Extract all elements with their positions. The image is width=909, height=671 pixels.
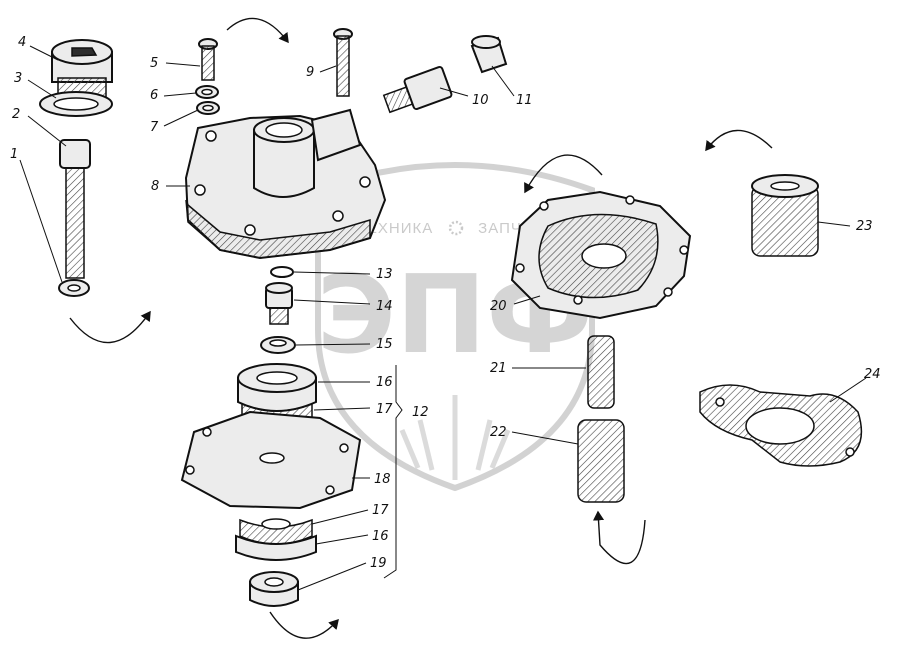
washer-part xyxy=(260,336,296,354)
callout-3: 3 xyxy=(14,71,22,86)
cap-part xyxy=(470,35,508,74)
diaphragm-part xyxy=(180,410,362,510)
nut-part xyxy=(249,571,299,607)
callout-10: 10 xyxy=(472,93,489,108)
callout-4: 4 xyxy=(18,35,26,50)
nut-part xyxy=(265,282,293,325)
rotation-arrow-icon xyxy=(226,17,289,44)
diaphragm-cup-part xyxy=(235,518,317,561)
plug-part xyxy=(51,39,113,101)
large-spring-part xyxy=(577,419,625,503)
washer-part xyxy=(39,91,113,117)
callout-13: 13 xyxy=(376,267,393,282)
callout-7: 7 xyxy=(150,120,159,135)
housing-part xyxy=(184,108,387,260)
callout-1: 1 xyxy=(10,147,18,162)
rotation-arrow-icon xyxy=(269,611,339,639)
valve-plate-part xyxy=(510,190,692,320)
callout-9: 9 xyxy=(306,65,314,80)
callout-labels: 1 2 3 4 5 6 7 8 9 10 11 12 13 14 15 16 1… xyxy=(10,35,881,571)
gasket-part xyxy=(699,384,863,467)
rotation-arrow-icon xyxy=(69,310,151,344)
rotation-arrow-icon xyxy=(524,154,603,194)
wheat-emblem-icon xyxy=(399,395,511,480)
screw-part xyxy=(198,38,218,81)
watermark-shield xyxy=(315,162,595,492)
washer-part xyxy=(195,85,220,115)
callout-24: 24 xyxy=(864,367,881,382)
callout-16: 16 xyxy=(376,375,393,390)
valve-cage-part xyxy=(751,174,819,257)
callout-2: 2 xyxy=(12,107,20,122)
long-screw-part xyxy=(333,28,353,97)
group-bracket xyxy=(383,365,403,579)
fitting-part xyxy=(382,65,453,114)
callout-19: 19 xyxy=(370,556,387,571)
rotation-arrows xyxy=(69,17,773,639)
callout-22: 22 xyxy=(490,425,507,440)
callout-21: 21 xyxy=(490,361,507,376)
callout-11: 11 xyxy=(516,93,533,108)
callout-15: 15 xyxy=(376,337,393,352)
callout-8: 8 xyxy=(151,179,159,194)
callout-16-lower: 16 xyxy=(372,529,389,544)
callout-23: 23 xyxy=(856,219,873,234)
callout-5: 5 xyxy=(150,56,158,71)
small-spring-part xyxy=(587,335,615,409)
callout-12: 12 xyxy=(412,405,429,420)
o-ring-part xyxy=(270,266,294,278)
callout-20: 20 xyxy=(490,299,507,314)
rotation-arrow-icon xyxy=(705,129,773,152)
callout-6: 6 xyxy=(150,88,158,103)
callout-17-lower: 17 xyxy=(372,503,389,518)
leader-lines xyxy=(19,45,867,591)
callout-14: 14 xyxy=(376,299,393,314)
callout-17: 17 xyxy=(376,402,393,417)
gear-icon xyxy=(448,220,464,236)
callout-18: 18 xyxy=(374,472,391,487)
rotation-arrow-icon xyxy=(592,510,646,565)
bolt-part xyxy=(58,139,91,297)
